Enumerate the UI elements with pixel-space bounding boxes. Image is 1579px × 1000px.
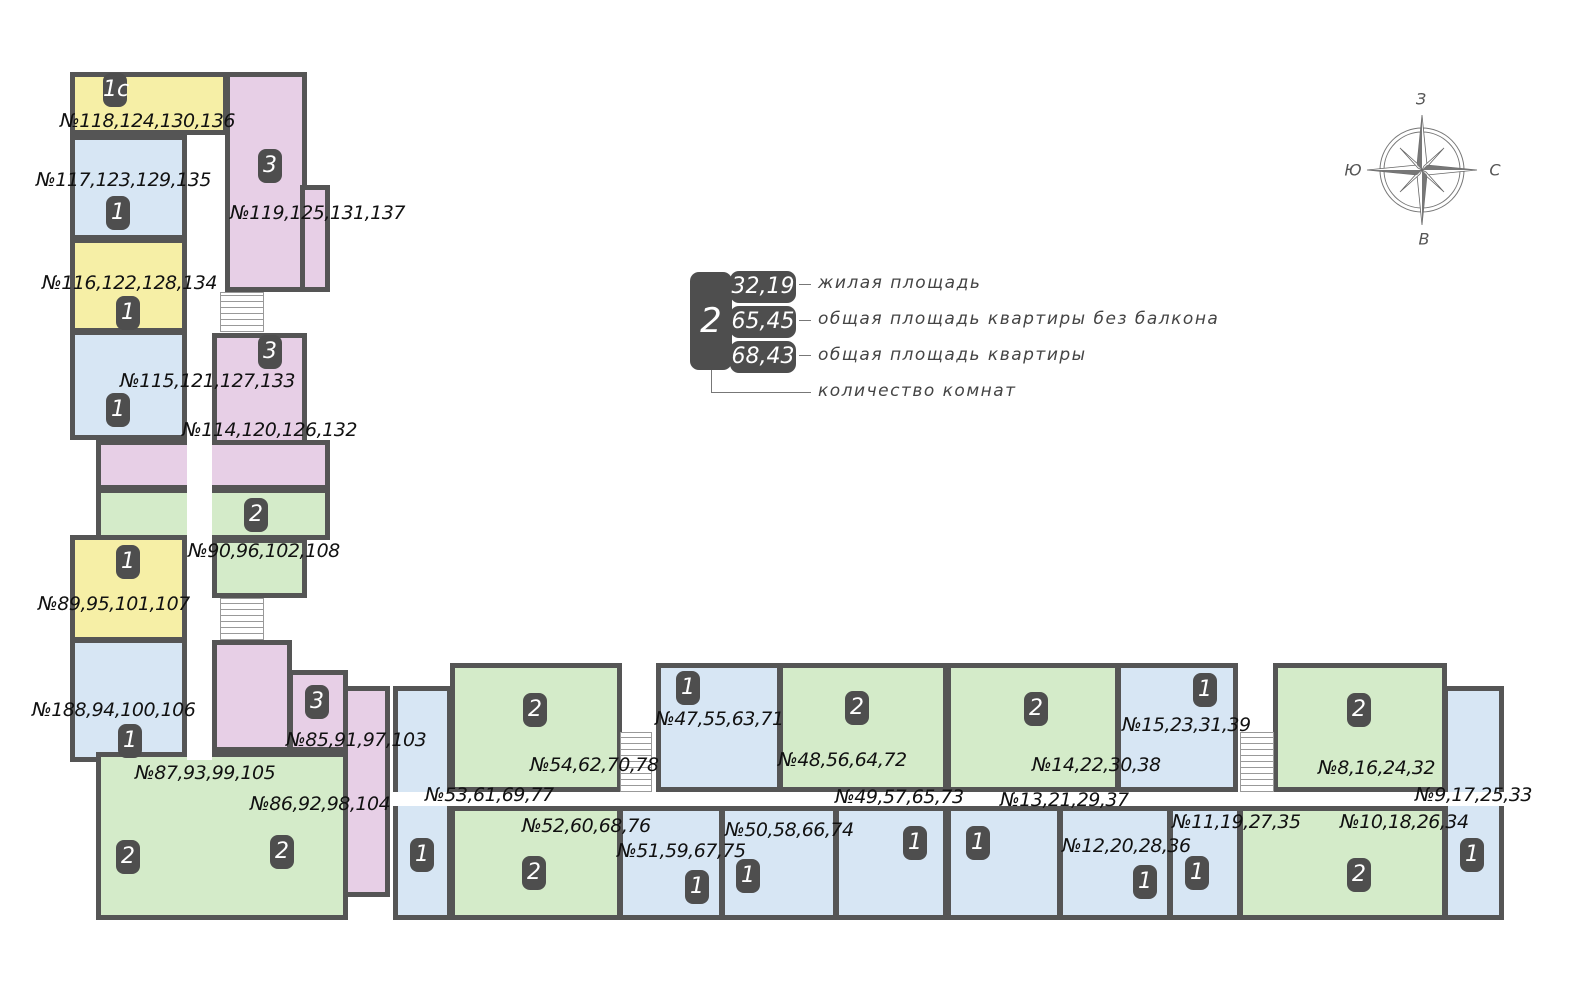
room-count-badge: 3	[305, 685, 329, 719]
room-count-badge: 1	[410, 838, 434, 872]
apartment-numbers-label: №50,58,66,74	[725, 819, 854, 841]
compass-left-label: Ю	[1344, 160, 1362, 180]
compass-north-label: З	[1415, 89, 1427, 109]
apartment-area[interactable]	[946, 806, 1062, 920]
apartment-area[interactable]	[450, 663, 622, 792]
apartment-area[interactable]	[946, 663, 1120, 792]
apartment-numbers-label: №86,92,98,104	[250, 793, 391, 815]
legend-leader	[711, 392, 811, 393]
staircase	[220, 598, 264, 640]
room-count-badge: 1	[106, 196, 130, 230]
legend-living-area-badge: 32,19	[730, 271, 796, 303]
apartment-area[interactable]	[300, 185, 330, 292]
apartment-numbers-label: №15,23,31,39	[1122, 714, 1251, 736]
compass-bottom-label: В	[1418, 229, 1430, 249]
apartment-numbers-label: №51,59,67,75	[617, 840, 746, 862]
apartment-numbers-label: №116,122,128,134	[42, 272, 217, 294]
room-count-badge: 3	[258, 149, 282, 183]
apartment-area[interactable]	[1058, 806, 1172, 920]
apartment-numbers-label: №87,93,99,105	[135, 762, 276, 784]
apartment-numbers-label: №8,16,24,32	[1318, 757, 1436, 779]
room-count-badge: 1	[116, 296, 140, 330]
room-count-badge: 1	[1193, 673, 1217, 707]
apartment-numbers-label: №49,57,65,73	[835, 786, 964, 808]
room-count-badge: 2	[116, 840, 140, 874]
room-count-badge: 2	[244, 498, 268, 532]
room-count-badge: 2	[1347, 858, 1371, 892]
apartment-numbers-label: №117,123,129,135	[36, 169, 211, 191]
apartment-area[interactable]	[212, 640, 292, 752]
apartment-area[interactable]	[96, 488, 330, 540]
room-count-badge: 1	[1185, 856, 1209, 890]
apartment-numbers-label: №118,124,130,136	[60, 110, 235, 132]
apartment-area[interactable]	[778, 663, 948, 792]
apartment-area[interactable]	[96, 440, 330, 490]
apartment-numbers-label: №53,61,69,77	[425, 784, 554, 806]
room-count-badge: 2	[845, 691, 869, 725]
apartment-area[interactable]	[70, 72, 228, 135]
room-count-badge: 2	[522, 856, 546, 890]
apartment-numbers-label: №10,18,26,34	[1340, 811, 1469, 833]
staircase	[620, 732, 652, 792]
apartment-numbers-label: №12,20,28,36	[1062, 835, 1191, 857]
room-count-badge: 2	[523, 693, 547, 727]
legend-rooms-label: количество комнат	[818, 381, 1017, 401]
room-count-badge: 1	[676, 671, 700, 705]
room-count-badge: 1	[106, 393, 130, 427]
apartment-area[interactable]	[1116, 663, 1238, 792]
apartment-numbers-label: №85,91,97,103	[286, 729, 427, 751]
apartment-numbers-label: №114,120,126,132	[182, 419, 357, 441]
room-count-badge: 1	[116, 545, 140, 579]
apartment-area[interactable]	[96, 752, 348, 920]
apartment-numbers-label: №47,55,63,71	[655, 708, 784, 730]
apartment-numbers-label: №119,125,131,137	[230, 202, 405, 224]
compass-right-label: С	[1489, 160, 1501, 180]
apartment-area[interactable]	[834, 806, 948, 920]
legend-area-no-balcony-label: общая площадь квартиры без балкона	[818, 309, 1220, 329]
room-count-badge: 1	[903, 826, 927, 860]
apartment-numbers-label: №11,19,27,35	[1172, 811, 1301, 833]
apartment-numbers-label: №9,17,25,33	[1415, 784, 1533, 806]
room-count-badge: 1с	[103, 73, 129, 107]
room-count-badge: 3	[258, 335, 282, 369]
apartment-numbers-label: №115,121,127,133	[120, 370, 295, 392]
apartment-numbers-label: №48,56,64,72	[778, 749, 907, 771]
corridor	[187, 135, 212, 760]
apartment-numbers-label: №52,60,68,76	[522, 815, 651, 837]
legend-leader	[799, 284, 811, 285]
apartment-area[interactable]	[212, 538, 307, 598]
staircase	[220, 292, 264, 332]
corridor	[393, 792, 1504, 806]
legend-rooms-badge: 2	[690, 272, 732, 370]
apartment-area[interactable]	[343, 686, 390, 897]
compass-rose-icon	[1366, 114, 1478, 226]
room-count-badge: 1	[118, 724, 142, 758]
legend-leader	[799, 355, 811, 356]
apartment-area[interactable]	[1238, 806, 1447, 920]
room-count-badge: 2	[1347, 693, 1371, 727]
apartment-area[interactable]	[225, 72, 307, 292]
room-count-badge: 1	[1133, 865, 1157, 899]
room-count-badge: 1	[736, 859, 760, 893]
room-count-badge: 1	[685, 870, 709, 904]
room-count-badge: 1	[966, 826, 990, 860]
legend-area-no-balcony-badge: 65,45	[730, 306, 796, 338]
room-count-badge: 2	[1024, 692, 1048, 726]
legend-leader	[799, 320, 811, 321]
legend-leader	[711, 370, 712, 392]
apartment-numbers-label: №13,21,29,37	[1000, 789, 1129, 811]
apartment-numbers-label: №54,62,70,78	[530, 754, 659, 776]
apartment-numbers-label: №188,94,100,106	[32, 699, 196, 721]
legend-total-area-label: общая площадь квартиры	[818, 345, 1087, 365]
legend-total-area-badge: 68,43	[730, 341, 796, 373]
room-count-badge: 1	[1460, 838, 1484, 872]
apartment-numbers-label: №89,95,101,107	[38, 593, 190, 615]
staircase	[1240, 732, 1274, 792]
apartment-numbers-label: №90,96,102,108	[188, 540, 340, 562]
legend-living-area-label: жилая площадь	[818, 273, 982, 293]
room-count-badge: 2	[270, 835, 294, 869]
apartment-numbers-label: №14,22,30,38	[1032, 754, 1161, 776]
